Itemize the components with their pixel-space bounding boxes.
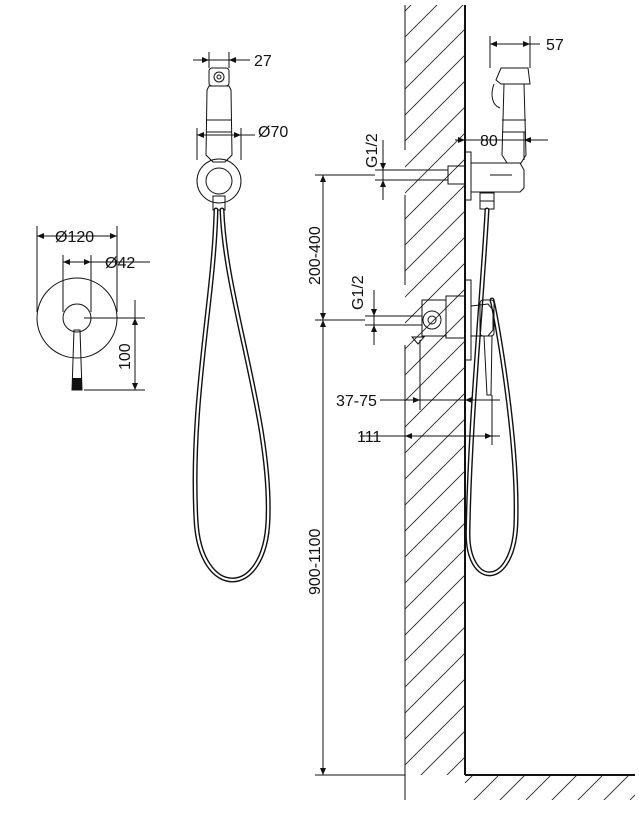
side-spray-handle bbox=[501, 83, 527, 164]
side-view: 57 80 G1/2 G1/2 200-400 900-1100 bbox=[307, 36, 564, 776]
mixer-front-view: Ø120 Ø42 100 bbox=[36, 226, 150, 391]
dim-outlet-thread: G1/2 bbox=[364, 133, 381, 168]
mixer-handle-base bbox=[470, 303, 494, 337]
holder-body-side bbox=[470, 162, 525, 193]
floor-hatch bbox=[465, 775, 635, 800]
mixer-lever-side bbox=[483, 335, 493, 396]
hand-shower-front-view: 27 Ø70 bbox=[192, 52, 288, 583]
side-spray-head bbox=[495, 67, 531, 85]
dim-spray-head: 27 bbox=[254, 53, 272, 70]
side-spray-trigger bbox=[491, 83, 501, 109]
dim-inlet-thread: G1/2 bbox=[350, 275, 367, 310]
dim-outlet-to-inlet: 200-400 bbox=[307, 226, 324, 285]
spray-handle bbox=[205, 85, 233, 163]
shower-hose bbox=[192, 207, 271, 583]
dim-handle-base: Ø42 bbox=[105, 255, 135, 272]
lever-tip bbox=[72, 378, 82, 390]
dim-wall-plate: Ø120 bbox=[55, 229, 94, 246]
wall-section bbox=[404, 5, 635, 800]
dim-side-holder: 80 bbox=[480, 133, 498, 150]
dim-lever-length: 100 bbox=[117, 343, 134, 370]
dim-mixer-depth: 37-75 bbox=[336, 393, 377, 410]
holder-ring bbox=[205, 167, 233, 195]
hose-connector bbox=[212, 195, 226, 211]
dim-inlet-to-floor: 900-1100 bbox=[307, 528, 324, 595]
holder-plate bbox=[196, 158, 242, 204]
dim-mixer-total: 111 bbox=[357, 429, 381, 446]
dim-side-spray: 57 bbox=[546, 37, 564, 54]
spray-nozzle bbox=[208, 67, 230, 87]
dim-holder: Ø70 bbox=[258, 124, 288, 141]
inlet-port bbox=[422, 310, 442, 330]
wall-hatch bbox=[405, 5, 465, 775]
